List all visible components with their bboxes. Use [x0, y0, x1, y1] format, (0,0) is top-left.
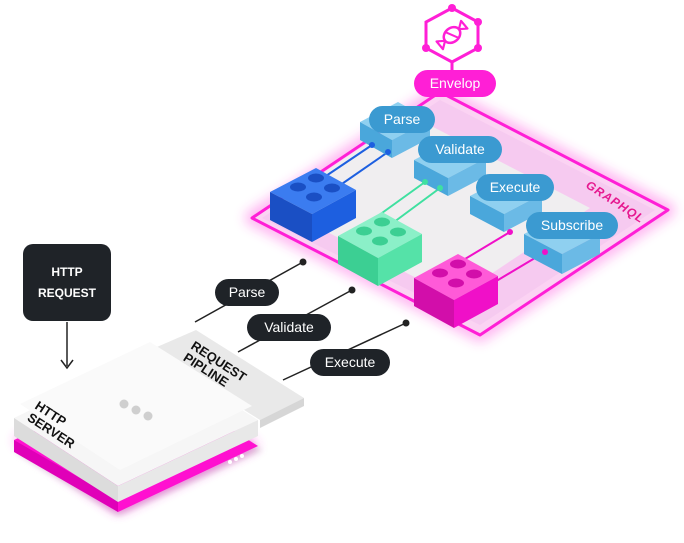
pink-lego-block: [414, 254, 498, 328]
http-server: HTTP SERVER REQUEST PIPLINE: [14, 330, 304, 516]
pipeline-step-validate: Validate: [247, 314, 331, 341]
pipeline-step-label: Execute: [325, 354, 376, 370]
http-request-box: HTTP REQUEST: [23, 244, 111, 321]
pipeline-step-label: Validate: [264, 319, 314, 335]
plugin-label-parse: Parse: [369, 106, 435, 133]
pipeline-step-execute: Execute: [310, 349, 390, 376]
plugin-label-subscribe: Subscribe: [526, 212, 618, 239]
envelop-logo: [422, 4, 482, 72]
arrow-down-icon: [60, 322, 74, 370]
pipeline-step-parse: Parse: [215, 279, 279, 306]
envelop-badge: Envelop: [414, 70, 496, 97]
http-request-label-line1: HTTP: [51, 265, 82, 279]
http-request-label-line2: REQUEST: [38, 286, 97, 300]
plugin-label-text: Execute: [490, 179, 541, 195]
envelop-badge-text: Envelop: [430, 75, 481, 91]
blue-lego-block: [270, 168, 356, 242]
plugin-label-text: Parse: [384, 111, 421, 127]
graphql-platform: GRAPHQL: [245, 85, 675, 342]
green-lego-block: [338, 212, 422, 286]
plugin-label-text: Subscribe: [541, 217, 603, 233]
plugin-label-validate: Validate: [418, 136, 502, 163]
pipeline-step-label: Parse: [229, 284, 266, 300]
plugin-label-text: Validate: [435, 141, 485, 157]
plugin-label-execute: Execute: [476, 174, 554, 201]
